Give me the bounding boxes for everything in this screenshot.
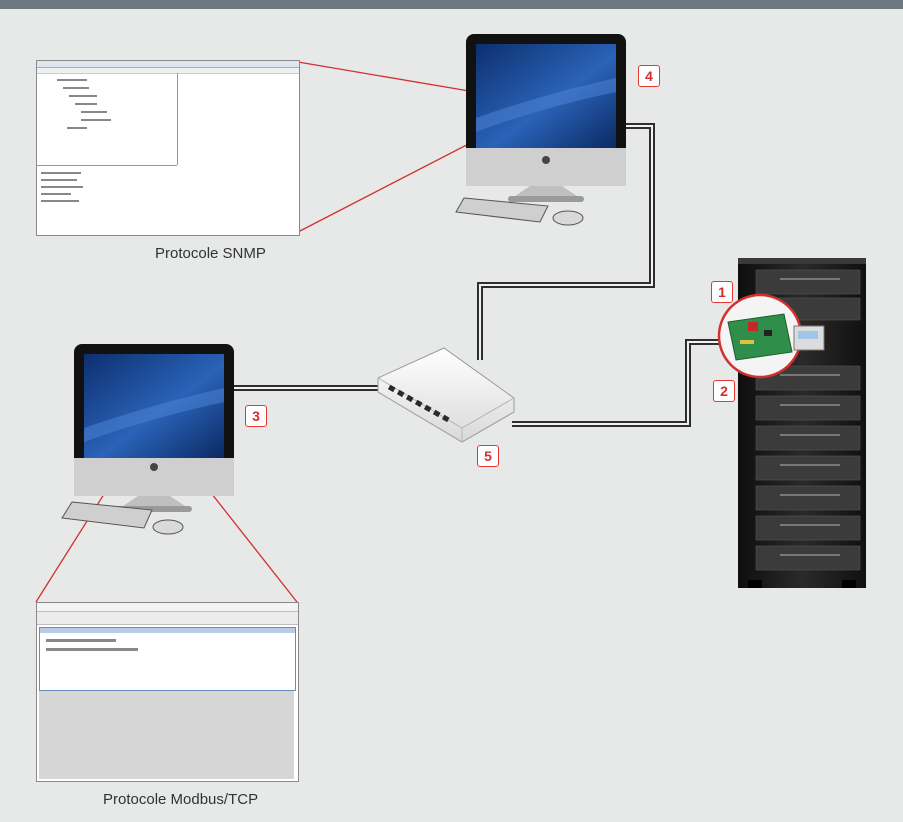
- modbus-menubar: [37, 603, 298, 612]
- modbus-toolbar: [37, 612, 298, 625]
- badge-5: 5: [477, 445, 499, 467]
- badge-4: 4: [638, 65, 660, 87]
- snmp-window-titlebar: [37, 61, 299, 68]
- badge-1: 1: [711, 281, 733, 303]
- monitor-left: [74, 344, 234, 512]
- mouse-left: [152, 519, 184, 535]
- modbus-register-grid: [39, 691, 294, 779]
- keyboard-left: [61, 501, 153, 529]
- snmp-caption: Protocole SNMP: [155, 245, 266, 262]
- mouse-top: [552, 210, 584, 226]
- keyboard-top: [455, 197, 549, 223]
- top-bar: [0, 0, 903, 9]
- badge-3: 3: [245, 405, 267, 427]
- modbus-screenshot: [36, 602, 299, 782]
- monitor-top: [466, 34, 626, 202]
- network-cables: [232, 123, 730, 427]
- modbus-caption: Protocole Modbus/TCP: [103, 791, 259, 808]
- snmp-toolbar: [37, 68, 299, 74]
- network-card-callout: [717, 293, 825, 379]
- badge-2: 2: [713, 380, 735, 402]
- network-switch: [377, 347, 515, 443]
- snmp-detail-pane: [37, 165, 177, 235]
- snmp-tree-pane: [37, 73, 178, 165]
- snmp-screenshot: [36, 60, 300, 236]
- modbus-child-window: [39, 627, 296, 691]
